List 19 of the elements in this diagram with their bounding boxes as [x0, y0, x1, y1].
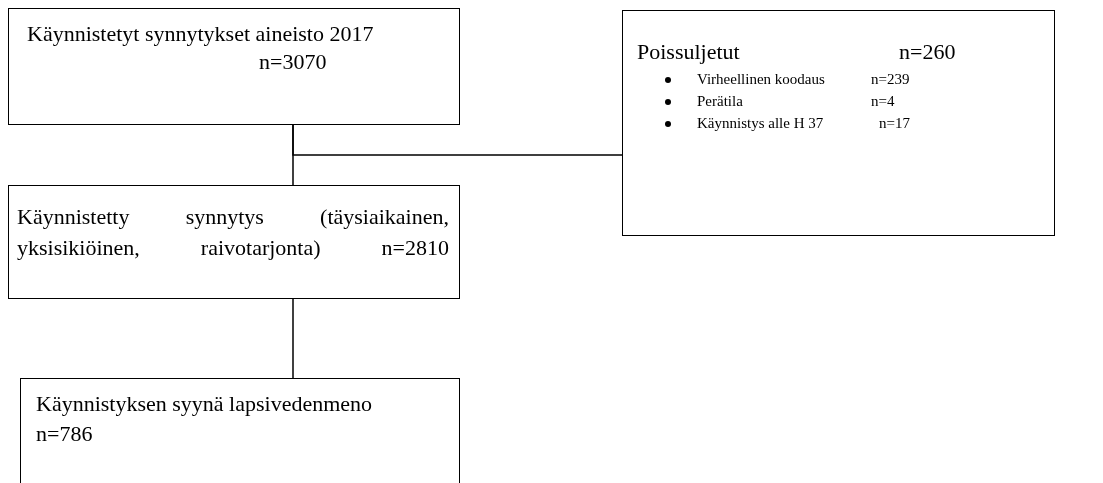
- box-text: n=239: [871, 71, 910, 88]
- box-text: n=17: [879, 115, 910, 132]
- connector-line: [292, 124, 623, 156]
- process-box: [8, 8, 460, 125]
- process-box: [20, 378, 460, 483]
- box-text: n=260: [899, 39, 956, 65]
- connector-line: [292, 298, 294, 379]
- box-text: n=3070: [259, 49, 327, 75]
- box-text: Käynnistetyt synnytykset aineisto 2017: [27, 21, 374, 47]
- bullet-item-text: Virheellinen koodaus: [697, 71, 825, 88]
- box-text: n=4: [871, 93, 895, 110]
- process-box: [8, 185, 460, 299]
- process-box: [622, 10, 1055, 236]
- box-text: Käynnistetty synnytys (täysiaikainen, yksisikiöinen, raivotarjonta) n=2810: [17, 203, 449, 262]
- box-text: Poissuljetut: [637, 39, 740, 65]
- box-text: Käynnistyksen syynä lapsivedenmeno: [36, 391, 373, 417]
- box-text: n=786: [36, 421, 93, 447]
- bullet-item-text: Perätila: [697, 93, 743, 110]
- bullet-item-text: Käynnistys alle H 37: [697, 115, 824, 132]
